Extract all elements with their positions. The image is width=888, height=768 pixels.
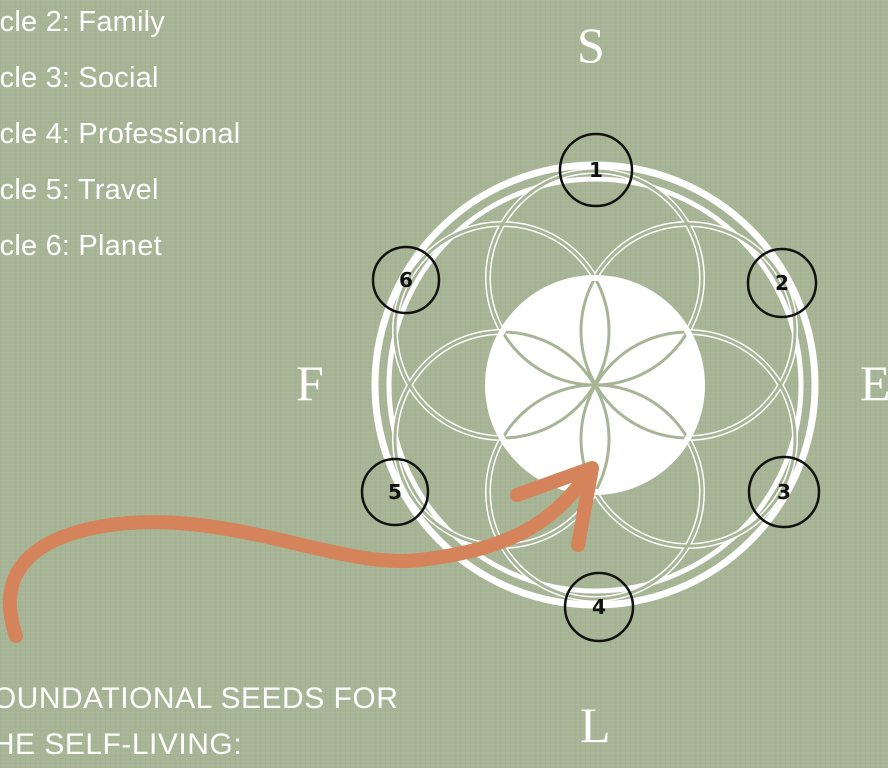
center-flower <box>395 171 795 599</box>
marker-label: 1 <box>589 158 603 182</box>
footer-line-1: FOUNDATIONAL SEEDS FOR <box>0 676 398 722</box>
footer-line-2: THE SELF-LIVING: <box>0 722 398 768</box>
marker-label: 3 <box>777 480 791 504</box>
compass-bottom-label: L <box>580 700 611 750</box>
marker-2: 2 <box>748 249 816 317</box>
compass-left-label: F <box>296 358 324 408</box>
marker-label: 5 <box>388 480 402 504</box>
arrow-shaft <box>10 470 590 636</box>
marker-label: 4 <box>592 595 606 619</box>
compass-right-label: E <box>860 358 888 408</box>
marker-label: 2 <box>775 271 789 295</box>
marker-label: 6 <box>399 268 413 292</box>
compass-top-label: S <box>577 20 605 70</box>
footer-text: FOUNDATIONAL SEEDS FOR THE SELF-LIVING: <box>0 676 398 768</box>
